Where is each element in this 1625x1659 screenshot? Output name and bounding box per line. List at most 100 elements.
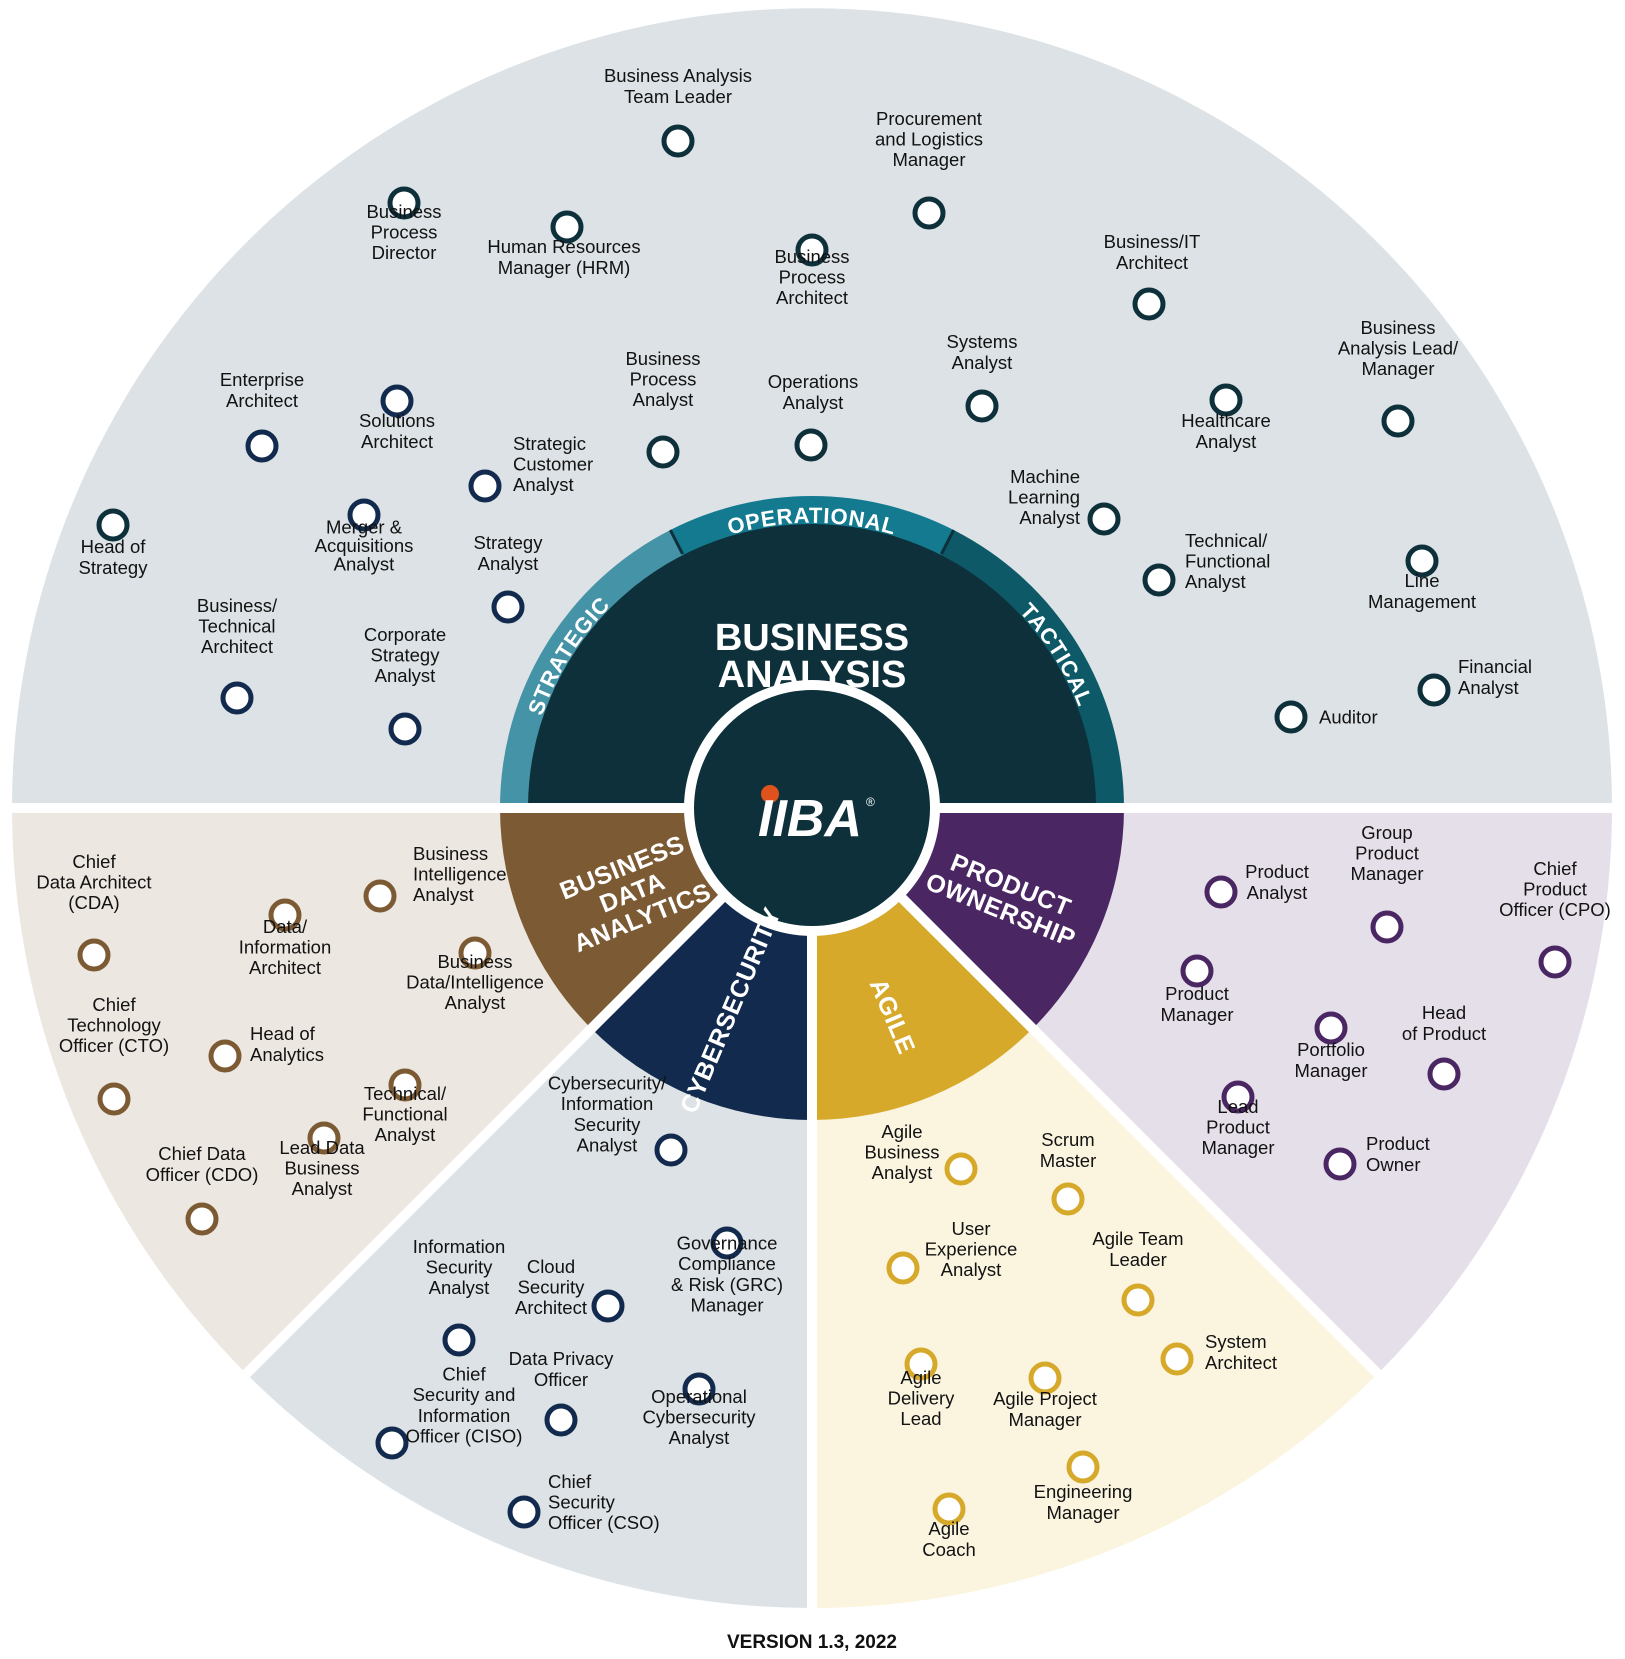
role-label-bda: Technology xyxy=(67,1014,161,1035)
role-label-agile: Agile xyxy=(928,1518,969,1539)
logo-registered-mark: ® xyxy=(866,795,875,809)
center-title-line: BUSINESS xyxy=(715,617,909,659)
role-marker-icon xyxy=(1381,404,1415,438)
role-label-ba: Human Resources xyxy=(487,236,640,257)
role-label-bda: Business xyxy=(413,843,488,864)
role-label-ba: Analyst xyxy=(633,389,694,410)
role-marker-icon xyxy=(1370,910,1404,944)
ring-divider xyxy=(669,529,684,555)
center-title-line: ANALYSIS xyxy=(718,654,907,696)
role-marker-icon xyxy=(682,1372,716,1406)
role-label-bda: Information xyxy=(239,936,332,957)
role-label-cyber: Analyst xyxy=(577,1135,638,1156)
role-label-ba: Line xyxy=(1405,570,1440,591)
role-label-cyber: Compliance xyxy=(678,1253,776,1274)
role-marker-icon xyxy=(1142,563,1176,597)
role-marker-icon xyxy=(710,1226,744,1260)
role-label-ba: Architect xyxy=(201,636,273,657)
role-marker-icon xyxy=(794,428,828,462)
role-label-cyber: Security xyxy=(548,1491,616,1512)
role-marker-icon xyxy=(886,1251,920,1285)
role-marker-icon xyxy=(245,429,279,463)
role-label-po: Group xyxy=(1361,822,1412,843)
role-label-agile: Scrum xyxy=(1041,1129,1094,1150)
role-marker-icon xyxy=(1087,502,1121,536)
role-label-bda: Architect xyxy=(249,957,321,978)
role-label-agile: Agile Project xyxy=(993,1388,1097,1409)
role-label-cyber: Security and xyxy=(413,1384,516,1405)
role-label-po: Manager xyxy=(1350,863,1423,884)
role-marker-icon xyxy=(1314,1011,1348,1045)
role-label-ba: Architect xyxy=(1116,252,1188,273)
role-label-ba: Manager xyxy=(892,149,965,170)
role-label-ba: Business/ xyxy=(197,595,278,616)
role-label-agile: Coach xyxy=(922,1539,975,1560)
role-label-cyber: & Risk (GRC) xyxy=(671,1274,783,1295)
role-label-ba: Manager (HRM) xyxy=(498,257,631,278)
role-marker-icon xyxy=(1221,1080,1255,1114)
role-label-agile: Lead xyxy=(900,1408,941,1429)
role-marker-icon xyxy=(1132,287,1166,321)
role-label-bda: Analytics xyxy=(250,1044,324,1065)
role-marker-icon xyxy=(77,938,111,972)
role-label-ba: Business Analysis xyxy=(604,65,752,86)
role-label-bda: Intelligence xyxy=(413,863,507,884)
role-marker-icon xyxy=(387,186,421,220)
role-label-agile: Analyst xyxy=(941,1259,1002,1280)
role-label-ba: Strategy xyxy=(371,644,441,665)
role-label-ba: Analyst xyxy=(783,392,844,413)
role-label-po: Product xyxy=(1366,1133,1430,1154)
role-label-bda: Data Architect xyxy=(36,871,151,892)
role-label-cyber: Officer (CISO) xyxy=(406,1426,523,1447)
role-marker-icon xyxy=(1051,1182,1085,1216)
role-label-ba: Analyst xyxy=(1019,507,1080,528)
role-label-bda: (CDA) xyxy=(68,892,119,913)
role-marker-icon xyxy=(1028,1361,1062,1395)
role-label-bda: Business xyxy=(284,1157,359,1178)
role-label-bda: Head of xyxy=(250,1023,316,1044)
iiba-logo-icon: IIBA® xyxy=(758,785,875,848)
role-label-po: of Product xyxy=(1402,1023,1486,1044)
role-marker-icon xyxy=(1121,1283,1155,1317)
role-label-ba: Team Leader xyxy=(624,86,732,107)
role-label-po: Product xyxy=(1165,983,1229,1004)
role-marker-icon xyxy=(944,1152,978,1186)
role-label-cyber: Security xyxy=(518,1276,586,1297)
role-label-ba: Corporate xyxy=(364,624,446,645)
role-label-bda: Chief xyxy=(92,994,136,1015)
role-label-ba: Healthcare xyxy=(1181,410,1270,431)
role-label-po: Portfolio xyxy=(1297,1039,1365,1060)
role-label-ba: Merger & xyxy=(326,516,403,537)
role-label-ba: Technical xyxy=(198,615,275,636)
role-label-ba: Customer xyxy=(513,453,593,474)
role-label-cyber: Chief xyxy=(442,1363,486,1384)
role-marker-icon xyxy=(268,898,302,932)
role-label-cyber: Cloud xyxy=(527,1256,575,1277)
role-label-ba: Business xyxy=(366,201,441,222)
role-label-ba: Learning xyxy=(1008,486,1080,507)
role-label-ba: Architect xyxy=(776,287,848,308)
role-label-ba: Business xyxy=(1360,317,1435,338)
role-label-cyber: Officer (CSO) xyxy=(548,1512,660,1533)
role-label-po: Officer (CPO) xyxy=(1499,899,1611,920)
role-label-ba: Technical/ xyxy=(1185,530,1268,551)
role-label-cyber: Analyst xyxy=(669,1427,730,1448)
role-label-bda: Analyst xyxy=(292,1178,353,1199)
role-label-ba: Process xyxy=(779,266,846,287)
role-label-cyber: Security xyxy=(574,1114,642,1135)
role-label-cyber: Chief xyxy=(548,1471,592,1492)
role-label-ba: Systems xyxy=(947,331,1018,352)
role-label-agile: Business xyxy=(864,1141,939,1162)
role-marker-icon xyxy=(388,1068,422,1102)
role-label-po: Product xyxy=(1355,842,1419,863)
role-label-ba: Strategy xyxy=(79,557,149,578)
role-label-po: Head xyxy=(1422,1002,1466,1023)
role-label-cyber: Analyst xyxy=(429,1277,490,1298)
role-label-bda: Data/Intelligence xyxy=(406,971,544,992)
role-label-ba: Analyst xyxy=(1185,571,1246,592)
role-label-po: Chief xyxy=(1533,858,1577,879)
role-label-agile: Manager xyxy=(1046,1502,1119,1523)
role-label-ba: Analysis Lead/ xyxy=(1338,337,1459,358)
role-label-bda: Analyst xyxy=(445,992,506,1013)
